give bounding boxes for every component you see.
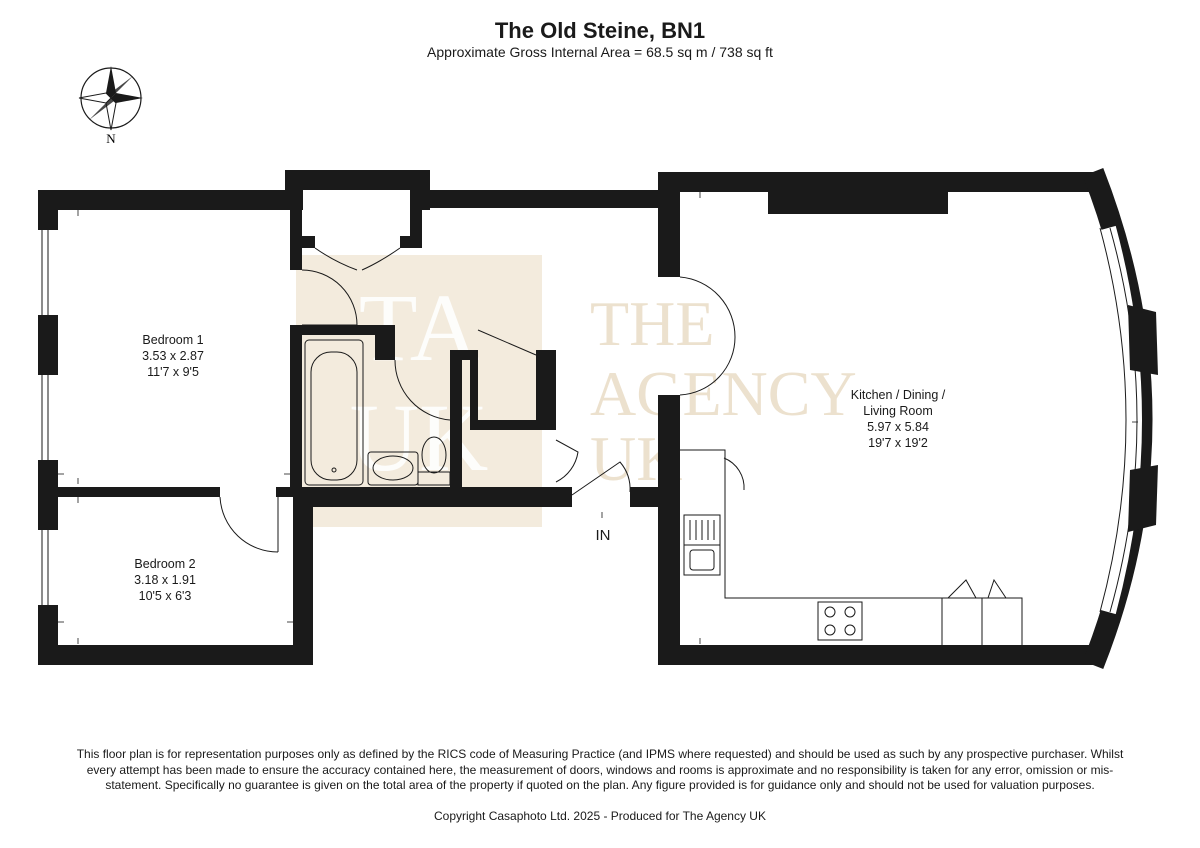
disclaimer-text: This floor plan is for representation pu… <box>76 747 1124 792</box>
sink-icon <box>683 544 721 576</box>
bay-window-line1 <box>1099 227 1127 613</box>
bay-pier-upper <box>1128 305 1158 375</box>
bay-pier-lower <box>1128 465 1158 532</box>
plan-subtitle: Approximate Gross Internal Area = 68.5 s… <box>427 44 773 60</box>
bedroom2-name: Bedroom 2 <box>134 557 195 571</box>
watermark-the: THE <box>590 288 714 359</box>
basin-icon <box>367 451 419 486</box>
dimension-markers <box>58 192 1138 644</box>
living-metric: 5.97 x 5.84 <box>867 420 929 434</box>
watermark-uk: UK <box>350 384 489 491</box>
bedroom1-name: Bedroom 1 <box>142 333 203 347</box>
bathroom-fixtures <box>304 339 451 486</box>
living-name-2: Living Room <box>863 404 932 418</box>
bay-window-line2 <box>1109 227 1138 613</box>
watermark-agency: AGENCY <box>590 358 857 429</box>
living-name-1: Kitchen / Dining / <box>851 388 946 402</box>
compass-rose-icon <box>78 66 143 131</box>
plan-title: The Old Steine, BN1 <box>494 18 706 43</box>
bedroom2-metric: 3.18 x 1.91 <box>134 573 196 587</box>
watermark-logo: TA UK THE AGENCY UK <box>296 255 857 527</box>
compass-label: N <box>106 131 116 146</box>
floor-plan: TA UK THE AGENCY UK N <box>38 66 1158 670</box>
bedroom-windows <box>41 230 49 605</box>
kitchen-units <box>680 449 1023 645</box>
walls <box>38 170 1098 665</box>
bedroom1-imperial: 11'7 x 9'5 <box>147 365 199 379</box>
bedroom1-metric: 3.53 x 2.87 <box>142 349 204 363</box>
bay-window-line3 <box>1119 227 1148 613</box>
living-imperial: 19'7 x 19'2 <box>868 436 928 450</box>
hob-icon <box>817 601 863 641</box>
bath-icon <box>304 339 364 486</box>
toilet-icon <box>421 436 447 474</box>
bedroom2-imperial: 10'5 x 6'3 <box>139 589 192 603</box>
copyright-text: Copyright Casaphoto Ltd. 2025 - Produced… <box>434 809 766 823</box>
bay-window-gap <box>1100 225 1142 615</box>
door-swings <box>219 247 745 553</box>
entrance-label: IN <box>596 527 611 544</box>
watermark-box <box>296 255 542 527</box>
